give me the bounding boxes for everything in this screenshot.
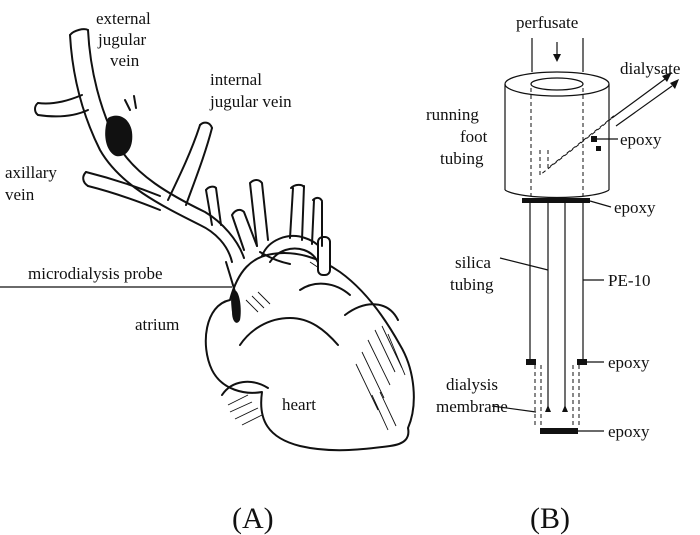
label-perfusate: perfusate xyxy=(516,13,578,32)
label-silica-1: silica xyxy=(455,253,491,272)
label-dialysis-1: dialysis xyxy=(446,375,498,394)
label-running-3: tubing xyxy=(440,149,484,168)
label-pe10: PE-10 xyxy=(608,271,651,290)
label-epoxy-1: epoxy xyxy=(620,130,662,149)
label-probe: microdialysis probe xyxy=(28,264,163,283)
label-internal-jugular-2: jugular vein xyxy=(209,92,292,111)
label-epoxy-4: epoxy xyxy=(608,422,650,441)
label-dialysate: dialysate xyxy=(620,59,680,78)
panel-a-drawing: external jugular vein internal jugular v… xyxy=(0,9,414,535)
perfusate-inflow xyxy=(532,38,583,72)
panel-a-label: (A) xyxy=(232,502,274,535)
epoxy-joint-middle-left xyxy=(526,359,536,365)
label-external-jugular-3: vein xyxy=(110,51,140,70)
label-epoxy-3: epoxy xyxy=(608,353,650,372)
epoxy-joint-top xyxy=(522,198,590,203)
probe-shaft xyxy=(530,203,583,410)
label-atrium: atrium xyxy=(135,315,179,334)
label-epoxy-2: epoxy xyxy=(614,198,656,217)
leader-lines xyxy=(492,139,618,431)
label-silica-2: tubing xyxy=(450,275,494,294)
label-external-jugular-1: external xyxy=(96,9,151,28)
dialysis-membrane xyxy=(535,365,579,428)
epoxy-joint-middle-right xyxy=(577,359,587,365)
label-axillary-2: vein xyxy=(5,185,35,204)
label-running-2: foot xyxy=(460,127,488,146)
running-foot-tubing xyxy=(505,72,609,198)
panel-b-label: (B) xyxy=(530,502,570,535)
label-heart: heart xyxy=(282,395,316,414)
label-internal-jugular-1: internal xyxy=(210,70,262,89)
epoxy-joint-bottom xyxy=(540,428,578,434)
label-dialysis-2: membrane xyxy=(436,397,508,416)
label-running-1: running xyxy=(426,105,479,124)
panel-b-drawing: perfusate dialysate running foot tubing … xyxy=(426,13,680,535)
label-external-jugular-2: jugular xyxy=(97,30,146,49)
label-axillary-1: axillary xyxy=(5,163,57,182)
